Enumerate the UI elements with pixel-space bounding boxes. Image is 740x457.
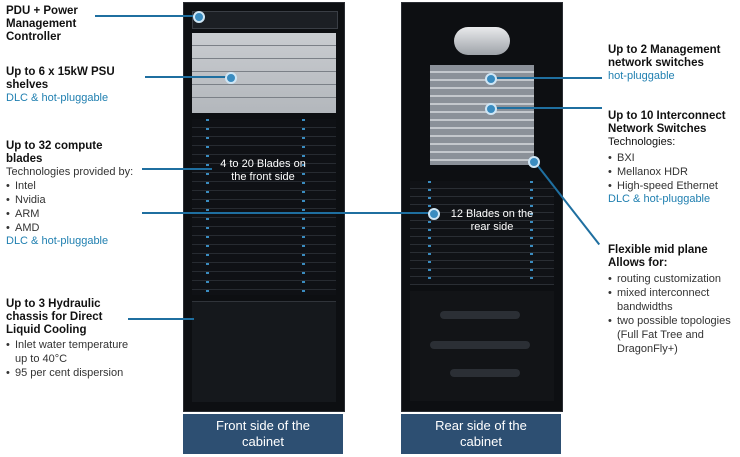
switch-area bbox=[430, 65, 534, 165]
compute-title: Up to 32 compute blades bbox=[6, 140, 103, 165]
interconnect-label: Up to 10 Interconnect Network Switches T… bbox=[608, 110, 736, 206]
psu-title: Up to 6 x 15kW PSU shelves bbox=[6, 66, 115, 91]
midplane-dot bbox=[528, 156, 540, 168]
cooling-hoses bbox=[410, 291, 554, 401]
rear-cabinet bbox=[401, 2, 563, 412]
list-item: AMD bbox=[6, 221, 141, 235]
list-item: Mellanox HDR bbox=[608, 165, 736, 179]
list-item: two possible topologies (Full Fat Tree a… bbox=[608, 314, 738, 356]
hydraulic-list: Inlet water temperature up to 40°C 95 pe… bbox=[6, 338, 130, 380]
compute-label: Up to 32 compute blades Technologies pro… bbox=[6, 140, 141, 248]
midplane-list: routing customization mixed interconnect… bbox=[608, 272, 738, 356]
pdu-unit bbox=[192, 11, 338, 29]
psu-line bbox=[145, 76, 233, 78]
front-side-label: Front side of the cabinet bbox=[216, 418, 310, 449]
rear-blades bbox=[410, 181, 554, 285]
list-item: Intel bbox=[6, 179, 141, 193]
blades-dot bbox=[428, 208, 440, 220]
hydraulic-label: Up to 3 Hydraulic chassis for Direct Liq… bbox=[6, 298, 130, 380]
list-item: routing customization bbox=[608, 272, 738, 286]
hydraulic-line bbox=[128, 318, 194, 320]
front-side-panel: Front side of the cabinet bbox=[183, 414, 343, 454]
psu-dot bbox=[225, 72, 237, 84]
psu-shelves bbox=[192, 33, 336, 113]
interconnect-dot bbox=[485, 103, 497, 115]
mgmt-label: Up to 2 Management network switches hot-… bbox=[608, 44, 736, 83]
front-blades-overlay: 4 to 20 Blades on the front side bbox=[220, 158, 306, 183]
mgmt-dot bbox=[485, 73, 497, 85]
hydraulic-title: Up to 3 Hydraulic chassis for Direct Liq… bbox=[6, 298, 103, 336]
interconnect-note: DLC & hot-pluggable bbox=[608, 193, 711, 205]
interconnect-subtitle: Technologies: bbox=[608, 136, 676, 148]
interconnect-line bbox=[490, 107, 602, 109]
pdu-dot bbox=[193, 11, 205, 23]
compute-subtitle: Technologies provided by: bbox=[6, 166, 134, 178]
psu-note: DLC & hot-pluggable bbox=[6, 92, 109, 104]
compute-note: DLC & hot-pluggable bbox=[6, 235, 109, 247]
mgmt-title: Up to 2 Management network switches bbox=[608, 44, 721, 69]
rear-side-panel: Rear side of the cabinet bbox=[401, 414, 561, 454]
mgmt-line bbox=[490, 77, 602, 79]
compute-list: Intel Nvidia ARM AMD bbox=[6, 179, 141, 235]
list-item: Nvidia bbox=[6, 193, 141, 207]
rear-side-label: Rear side of the cabinet bbox=[435, 418, 527, 449]
pdu-line bbox=[95, 15, 198, 17]
rear-blades-overlay: 12 Blades on the rear side bbox=[450, 208, 534, 233]
water-tank bbox=[454, 27, 510, 55]
front-cabinet bbox=[183, 2, 345, 412]
pdu-title: PDU + Power Management Controller bbox=[6, 5, 78, 43]
blades-line bbox=[142, 212, 432, 214]
hydraulic-chassis bbox=[192, 301, 336, 402]
psu-label: Up to 6 x 15kW PSU shelves DLC & hot-plu… bbox=[6, 66, 141, 105]
front-blades bbox=[192, 119, 336, 295]
mgmt-note: hot-pluggable bbox=[608, 70, 675, 82]
list-item: BXI bbox=[608, 151, 736, 165]
pdu-label: PDU + Power Management Controller bbox=[6, 5, 116, 44]
midplane-label: Flexible mid plane Allows for: routing c… bbox=[608, 244, 738, 356]
list-item: mixed interconnect bandwidths bbox=[608, 286, 738, 314]
list-item: Inlet water temperature up to 40°C bbox=[6, 338, 130, 366]
midplane-title: Flexible mid plane bbox=[608, 244, 708, 256]
list-item: ARM bbox=[6, 207, 141, 221]
interconnect-list: BXI Mellanox HDR High-speed Ethernet bbox=[608, 151, 736, 193]
interconnect-title: Up to 10 Interconnect Network Switches bbox=[608, 110, 726, 135]
list-item: High-speed Ethernet bbox=[608, 179, 736, 193]
midplane-subtitle: Allows for: bbox=[608, 257, 668, 269]
compute-line bbox=[142, 168, 212, 170]
list-item: 95 per cent dispersion bbox=[6, 366, 130, 380]
